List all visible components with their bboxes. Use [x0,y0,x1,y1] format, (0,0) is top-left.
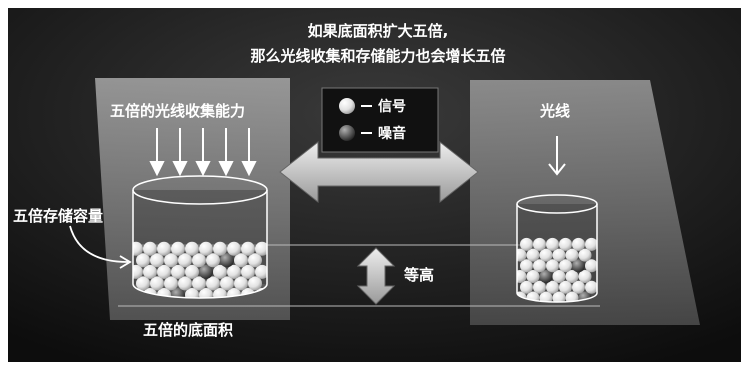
signal-ball [565,248,579,262]
title-line-2: 那么光线收集和存储能力也会增长五倍 [250,47,506,65]
signal-ball [199,288,213,298]
signal-ball [199,241,213,256]
signal-ball [578,270,592,283]
noise-ball [199,264,213,279]
signal-ball [192,276,206,291]
signal-ball [546,280,559,294]
title-line-1: 如果底面积扩大五倍, [307,22,449,40]
small-container [516,194,598,303]
signal-ball [213,264,227,279]
signal-ball [241,264,255,279]
base-area-label: 五倍的底面积 [143,321,234,339]
signal-ball [539,248,553,262]
signal-ball [171,241,185,256]
signal-ball [213,241,227,256]
left-light-arrows [149,128,257,177]
signal-ball [234,253,248,268]
signal-ball [143,264,157,279]
signal-ball [520,237,533,251]
storage-capacity-label: 五倍存储容量 [13,207,104,225]
signal-ball [552,248,566,262]
signal-ball [178,276,192,291]
noise-ball [220,253,234,268]
legend-signal-ball [339,98,355,114]
signal-ball [227,264,241,279]
signal-ball [133,264,143,279]
signal-ball [178,253,192,268]
signal-ball [248,253,262,268]
signal-ball [157,264,171,279]
signal-ball [585,237,597,251]
noise-ball [171,288,185,298]
signal-ball [192,253,206,268]
large-container [132,175,268,299]
signal-ball [185,264,199,279]
signal-ball [578,248,592,262]
signal-ball [227,241,241,256]
small-container-balls [517,237,597,302]
signal-ball [517,248,527,262]
signal-ball [533,280,546,294]
equal-height-arrow [356,247,396,305]
signal-ball [133,241,143,256]
legend-signal-label: 信号 [378,99,406,115]
signal-ball [565,270,579,283]
signal-ball [559,259,572,273]
signal-ball [150,276,164,291]
noise-ball [539,270,553,283]
signal-ball [220,276,234,291]
signal-ball [255,264,267,279]
signal-ball [572,237,585,251]
signal-ball [517,270,527,283]
storage-pointer-head [119,255,132,269]
signal-ball [546,237,559,251]
light-capacity-label: 五倍的光线收集能力 [110,102,246,120]
signal-ball [157,288,171,298]
noise-ball [572,259,585,273]
signal-ball [559,237,572,251]
signal-ball [136,276,150,291]
signal-ball [164,276,178,291]
signal-ball [185,288,199,298]
signal-ball [572,280,585,294]
signal-ball [585,259,597,273]
signal-ball [559,280,572,294]
same-height-label: 等高 [404,266,435,284]
signal-ball [206,276,220,291]
compare-arrow [279,140,479,204]
storage-pointer [69,225,129,263]
signal-ball [213,288,227,298]
signal-ball [234,276,248,291]
signal-ball [227,288,241,298]
signal-ball [185,241,199,256]
signal-ball [526,248,540,262]
signal-ball [241,241,255,256]
legend-noise-label: 噪音 [378,126,406,142]
signal-ball [255,241,267,256]
signal-ball [171,264,185,279]
right-light-arrow [548,136,566,176]
signal-ball [520,259,533,273]
signal-ball [520,280,533,294]
signal-ball [164,253,178,268]
signal-ball [206,253,220,268]
light-label: 光线 [539,102,571,120]
signal-ball [546,259,559,273]
legend-box [321,87,439,153]
signal-ball [157,241,171,256]
signal-ball [136,253,150,268]
signal-ball [585,280,597,294]
signal-ball [526,270,540,283]
legend-noise-ball [339,125,355,141]
signal-ball [533,259,546,273]
signal-ball [248,276,262,291]
signal-ball [533,237,546,251]
signal-ball [150,253,164,268]
signal-ball [552,270,566,283]
signal-ball [143,241,157,256]
